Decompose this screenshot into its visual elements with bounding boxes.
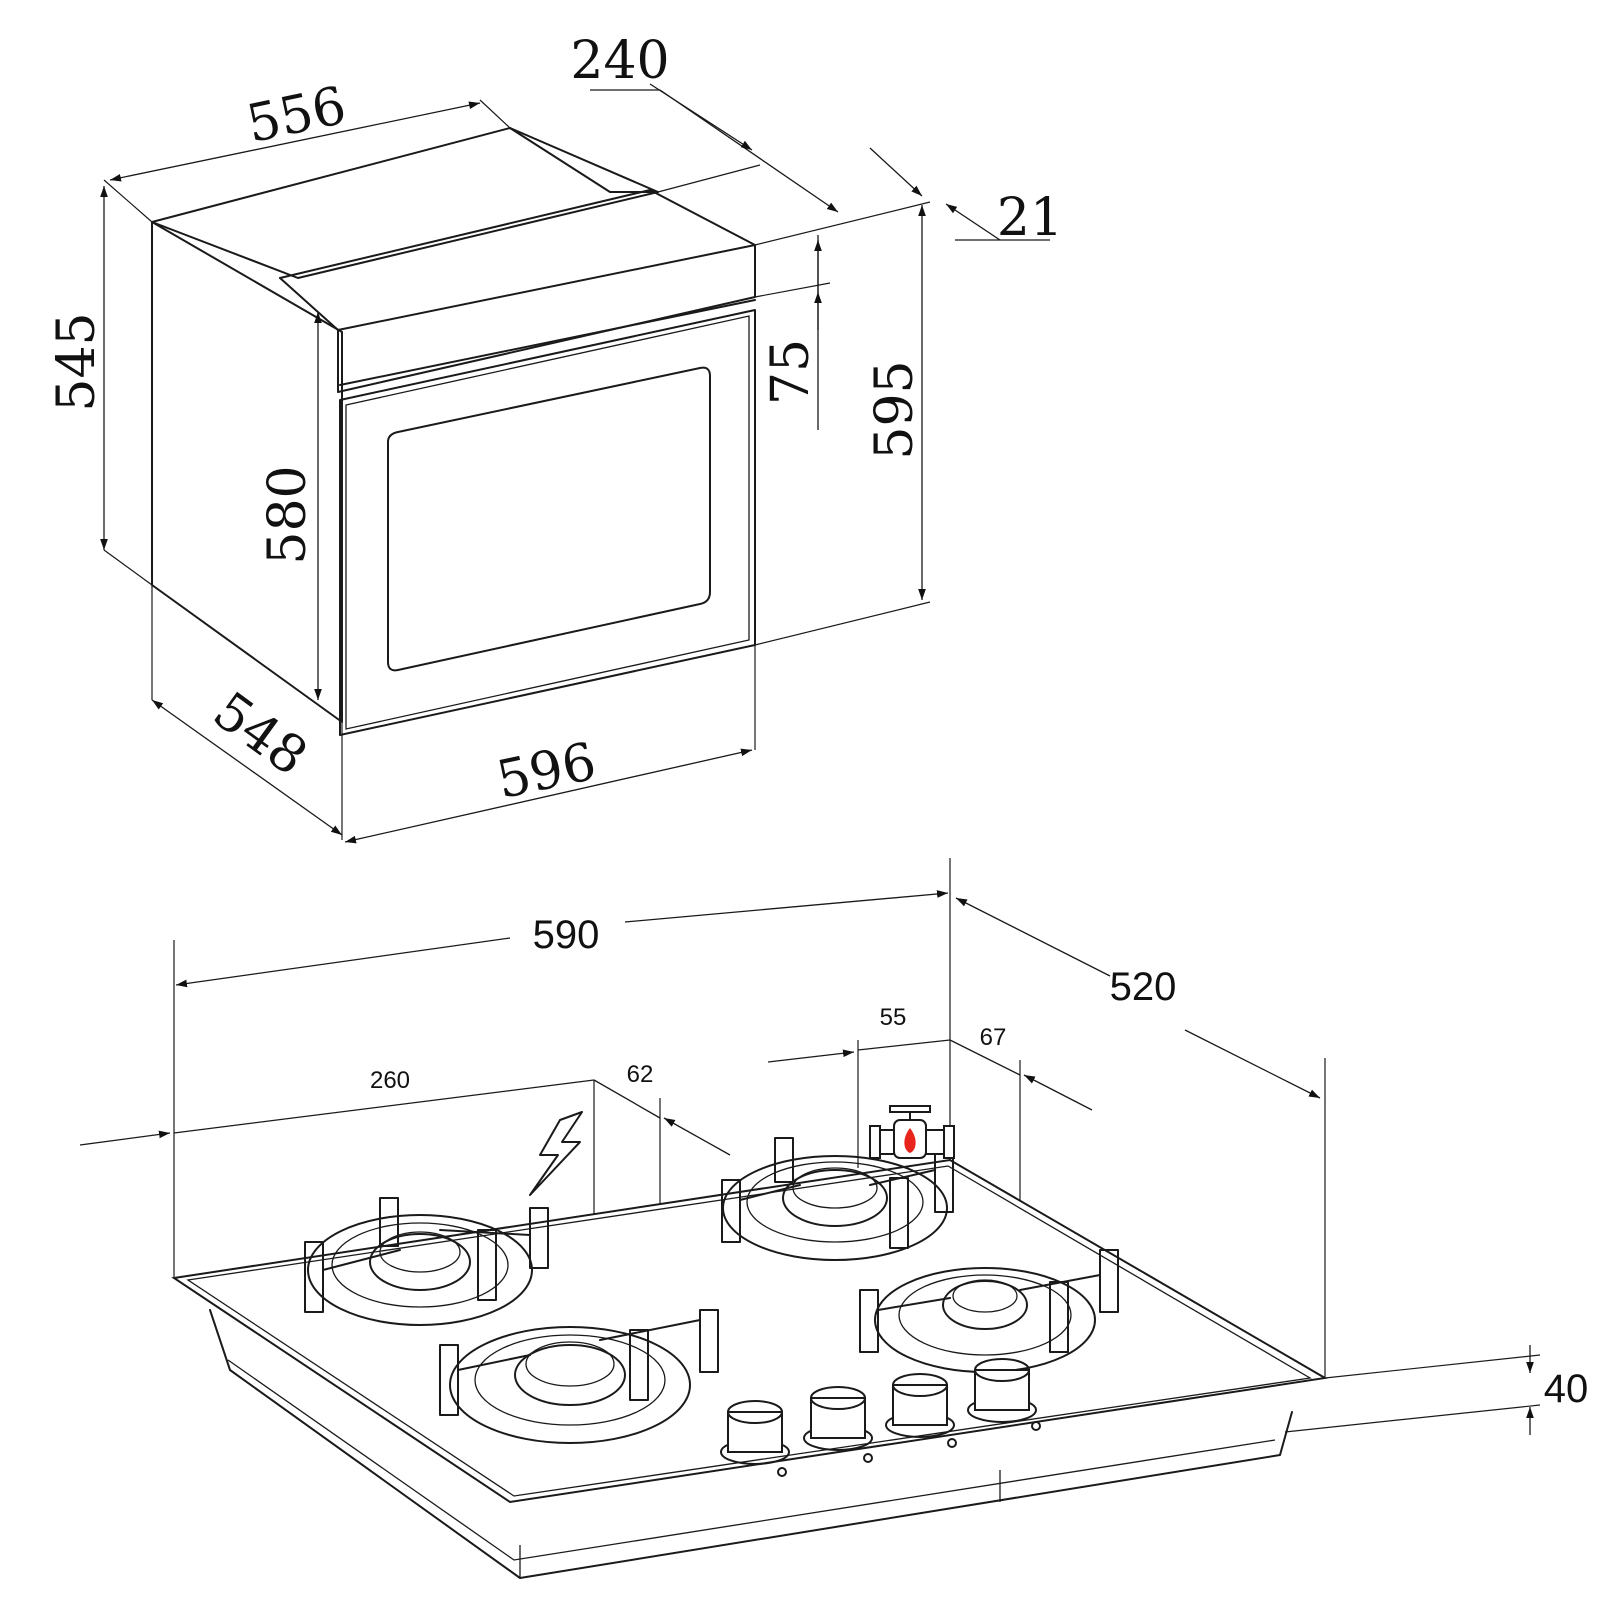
- knob-3: [885, 1373, 957, 1448]
- dim-oven-front-thickness: 21: [997, 188, 1063, 248]
- dim-hob-electric-gap: 62: [627, 1061, 654, 1088]
- oven-body-top: [151, 127, 659, 279]
- dim-oven-depth-side: 548: [202, 681, 318, 788]
- control-knobs: [720, 1358, 1041, 1477]
- knob-2: [803, 1386, 873, 1463]
- burner-front-right: [859, 1249, 1119, 1373]
- dim-hob-electric-offset: 260: [370, 1067, 410, 1094]
- burner-back-right: [721, 1137, 954, 1261]
- dim-oven-door-height: 580: [258, 465, 318, 564]
- dim-oven-panel-height: 75: [761, 339, 821, 405]
- dim-oven-front-width: 596: [492, 732, 602, 811]
- lightning-bolt-icon: [529, 1111, 583, 1196]
- oven-door: [339, 309, 756, 736]
- oven-window: [387, 366, 711, 672]
- dim-hob-gas-gap: 67: [980, 1024, 1007, 1051]
- dim-hob-width: 590: [533, 913, 600, 957]
- burner-back-left: [304, 1197, 549, 1326]
- gas-valve-icon: [869, 1105, 955, 1159]
- dim-oven-overall-height: 595: [865, 360, 925, 459]
- oven-drawing: 556 240 21 545 75 595 580 548 596: [47, 31, 1063, 844]
- dim-oven-width-top: 556: [242, 76, 352, 155]
- flame-icon: [904, 1128, 916, 1153]
- knob-1: [720, 1400, 790, 1477]
- dim-hob-gas-offset: 55: [880, 1004, 907, 1031]
- dim-oven-depth-cavity: 240: [570, 31, 669, 91]
- dim-hob-depth: 520: [1110, 965, 1177, 1009]
- knob-4: [967, 1358, 1041, 1431]
- dim-hob-thickness: 40: [1544, 1367, 1589, 1411]
- dim-oven-height-body: 545: [47, 312, 107, 411]
- burner-front-left: [439, 1309, 719, 1444]
- hob-drawing: 590 520 260 62 55 67 40: [79, 858, 1589, 1579]
